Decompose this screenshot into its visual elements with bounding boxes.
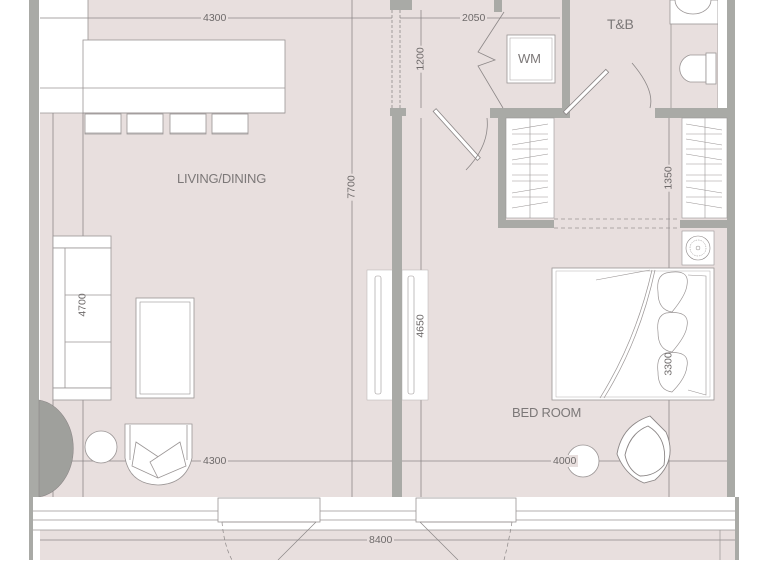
dim-bedroom-width: 4000 [551, 455, 579, 467]
kitchen-counter [40, 0, 286, 114]
dim-living-height-total: 7700 [345, 173, 358, 201]
dim-balcony-width: 8400 [367, 534, 395, 546]
wardrobe-threshold [554, 218, 680, 229]
tv-units [366, 269, 429, 500]
dim-living-bottom-width: 4300 [201, 455, 229, 467]
dim-service-top-width: 2050 [460, 12, 488, 24]
wardrobe-right [681, 117, 728, 219]
room-label-living-dining: LIVING/DINING [177, 171, 267, 186]
dim-living-top-width: 4300 [201, 12, 229, 24]
dim-bed-zone: 3300 [662, 352, 675, 376]
dim-wardrobe-gap: 1350 [662, 164, 675, 192]
glass-lines [391, 10, 401, 108]
side-table-living [84, 430, 118, 464]
balcony-wall [33, 497, 735, 531]
balcony-door-swings [221, 521, 513, 561]
dim-bedroom-height: 4650 [414, 314, 427, 338]
bar-stools [84, 113, 249, 135]
bed [551, 267, 715, 401]
fan-unit [681, 230, 715, 266]
coffee-table [135, 297, 195, 399]
washing-machine-label: WM [518, 51, 541, 66]
wardrobe-left [505, 117, 555, 219]
tb-door [562, 62, 652, 116]
armchair-bedroom [616, 415, 671, 484]
room-label-tb: T&B [607, 16, 634, 32]
armchair-living [124, 423, 193, 486]
washing-machine [506, 34, 556, 84]
room-label-bedroom: BED ROOM [512, 405, 582, 420]
service-bifold-door [477, 11, 505, 109]
entry-door-swing [38, 399, 74, 498]
balcony-doors [217, 497, 517, 523]
tb-fixtures [669, 0, 727, 108]
bedroom-door [432, 108, 488, 171]
dim-service-height: 1200 [414, 45, 427, 73]
sofa [52, 235, 112, 401]
dim-living-sofa-zone: 4700 [76, 293, 89, 317]
